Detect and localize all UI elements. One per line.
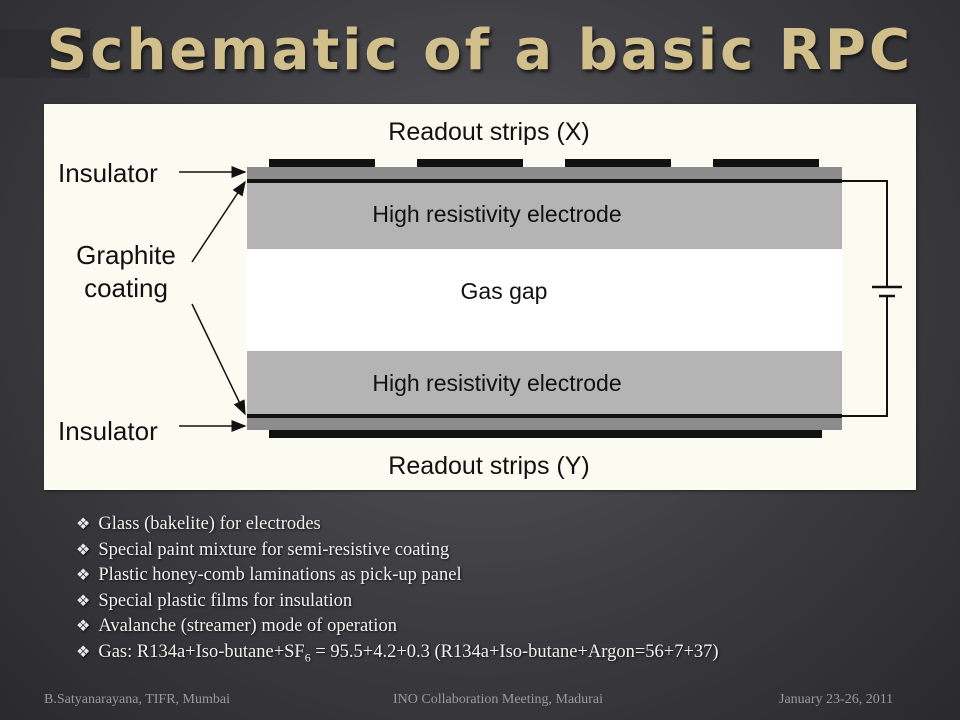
slide-title: Schematic of a basic RPC <box>46 18 914 83</box>
readout-strip-x <box>269 159 375 167</box>
bullet-item: ❖Gas: R134a+Iso-butane+SF6 = 95.5+4.2+0.… <box>76 641 719 665</box>
top-insulator-layer <box>247 167 842 179</box>
bullet-item: ❖Plastic honey-comb laminations as pick-… <box>76 565 462 586</box>
top-graphite-coating <box>247 179 842 183</box>
footer-author: B.Satyanarayana, TIFR, Mumbai <box>44 692 230 707</box>
graphite-label-line1: Graphite <box>76 240 176 270</box>
bottom-graphite-coating <box>247 414 842 418</box>
rpc-diagram-panel: Readout strips (X) High resistivity elec… <box>44 104 916 490</box>
top-electrode-label: High resistivity electrode <box>372 201 621 227</box>
rpc-schematic: Readout strips (X) High resistivity elec… <box>58 118 902 480</box>
readout-strip-x <box>713 159 819 167</box>
title-accent-bar <box>0 30 90 78</box>
gas-gap <box>247 249 842 351</box>
bullet-item: ❖Glass (bakelite) for electrodes <box>76 514 321 534</box>
bullet-item: ❖Avalanche (streamer) mode of operation <box>76 616 397 637</box>
bottom-insulator-layer <box>247 418 842 430</box>
hv-wire-top <box>842 180 888 287</box>
readout-strips-x-label: Readout strips (X) <box>388 118 589 146</box>
insulator-bottom-label: Insulator <box>58 416 158 446</box>
bottom-electrode-label: High resistivity electrode <box>372 370 621 396</box>
readout-strip-y <box>269 430 822 438</box>
graphite-bottom-arrow <box>191 303 246 416</box>
diamond-bullet-icon: ❖ <box>76 643 91 661</box>
graphite-label-line2: coating <box>84 273 168 303</box>
footer-event: INO Collaboration Meeting, Madurai <box>393 692 603 707</box>
footer-date: January 23-26, 2011 <box>779 692 894 707</box>
graphite-top-arrow <box>191 180 246 263</box>
readout-strip-x <box>565 159 671 167</box>
diamond-bullet-icon: ❖ <box>76 567 91 585</box>
bullet-list: ❖Glass (bakelite) for electrodes ❖Specia… <box>76 512 936 670</box>
hv-wire-bottom <box>842 296 888 417</box>
diamond-bullet-icon: ❖ <box>76 541 91 559</box>
diamond-bullet-icon: ❖ <box>76 516 91 533</box>
top-electrode <box>247 183 842 249</box>
bullet-item: ❖Special paint mixture for semi-resistiv… <box>76 539 450 560</box>
bottom-electrode <box>247 351 842 414</box>
diamond-bullet-icon: ❖ <box>76 592 91 610</box>
insulator-top-label: Insulator <box>58 158 158 188</box>
readout-strip-x <box>417 159 523 167</box>
gas-gap-label: Gas gap <box>461 278 548 304</box>
readout-strips-y-label: Readout strips (Y) <box>388 452 589 480</box>
bullet-item: ❖Special plastic films for insulation <box>76 590 353 611</box>
diamond-bullet-icon: ❖ <box>76 618 91 636</box>
